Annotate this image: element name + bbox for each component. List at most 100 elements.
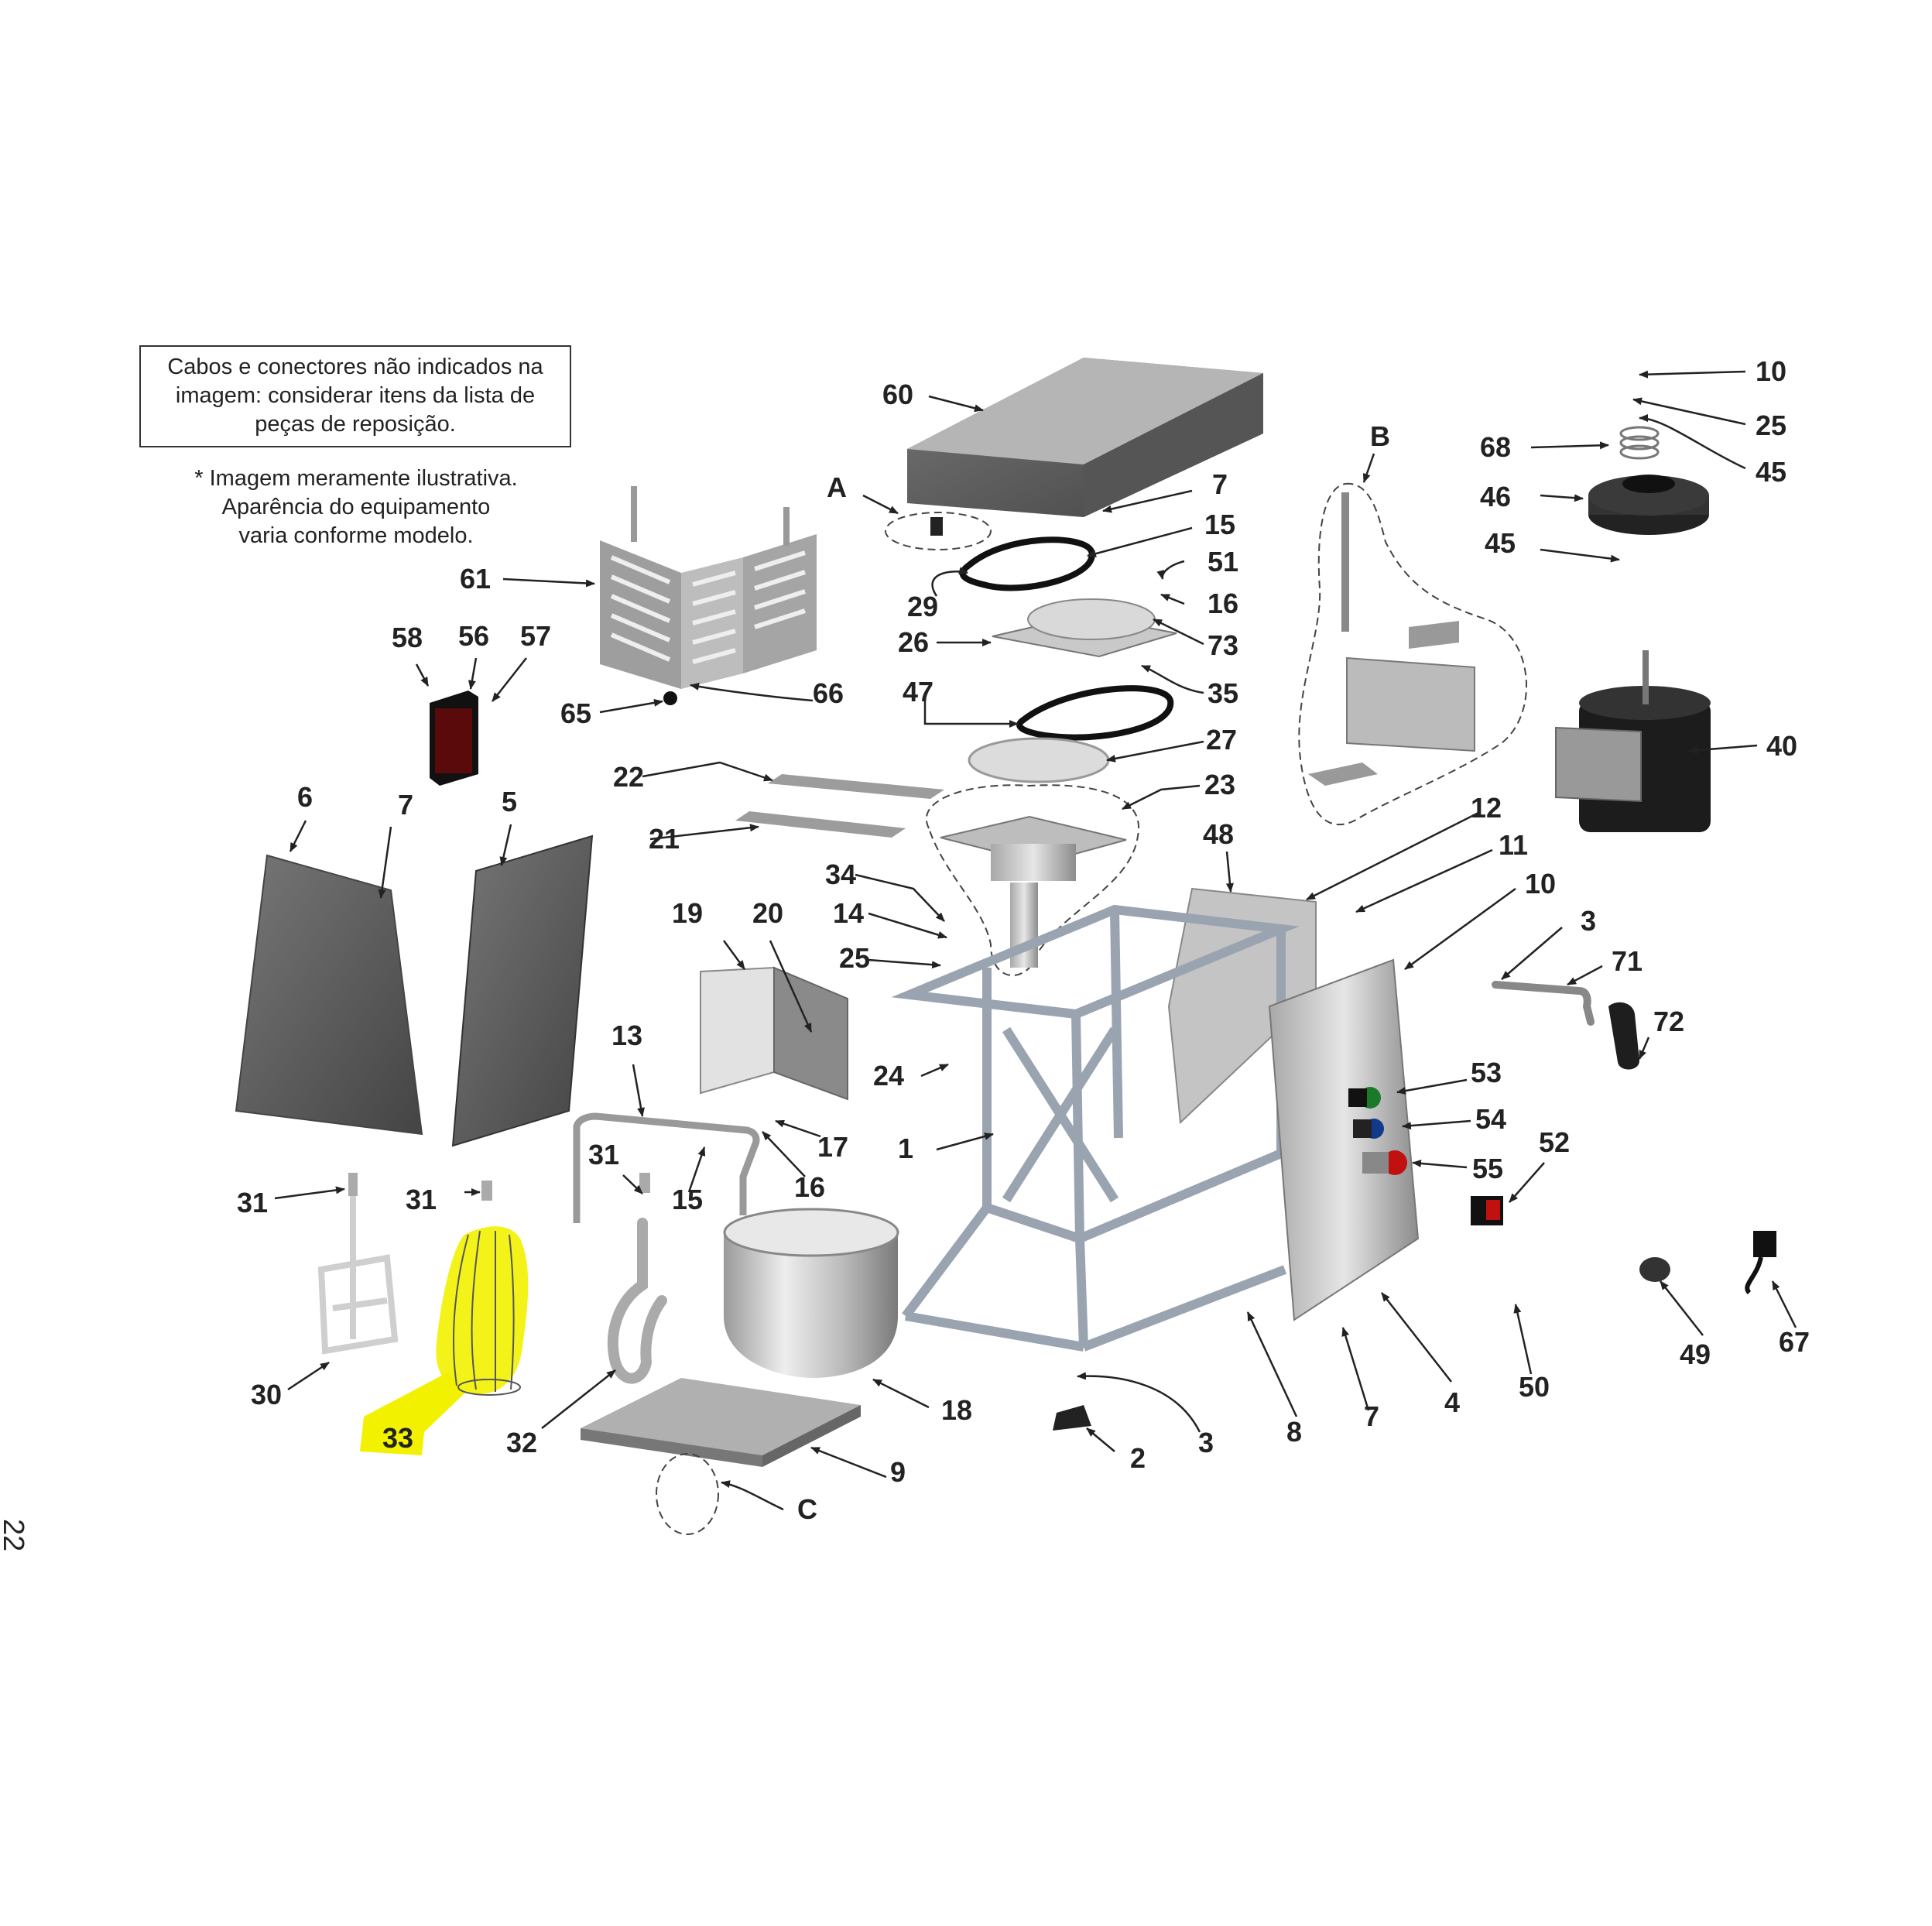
wrench-part (1492, 981, 1595, 1026)
callout-47: 47 (903, 676, 933, 708)
cable-note-box: Cabos e conectores não indicados na imag… (139, 345, 571, 447)
frame-part (891, 904, 1300, 1352)
note-line: imagem: considerar itens da lista de (175, 383, 536, 408)
callout-labels: 60 A 7 15 51 16 29 26 73 35 47 27 22 23 … (237, 355, 1810, 1525)
callout-48: 48 (1203, 818, 1234, 850)
callout-52: 52 (1539, 1126, 1570, 1158)
whisk-part (452, 1230, 521, 1396)
detail-a-outline (885, 512, 992, 550)
callout-71: 71 (1612, 945, 1643, 977)
callout-a: A (827, 471, 847, 503)
strip-21-part (735, 811, 906, 838)
handle-part (1608, 1002, 1639, 1070)
callout-58: 58 (392, 622, 423, 653)
knob-65-part (663, 691, 677, 705)
callout-31: 31 (406, 1184, 437, 1215)
note-line: Cabos e conectores não indicados na (167, 355, 543, 379)
callout-b: B (1370, 420, 1390, 452)
callout-45: 45 (1756, 456, 1786, 488)
page-number: 22 (0, 1519, 29, 1552)
power-cable-part (1745, 1231, 1776, 1295)
note-line: peças de reposição. (255, 412, 456, 437)
callout-25: 25 (839, 942, 870, 974)
detail-a-part (930, 517, 943, 536)
callout-17: 17 (817, 1131, 848, 1163)
callout-16: 16 (1208, 588, 1238, 619)
bowl-guard-part (700, 966, 848, 1101)
disclaimer-line: * Imagem meramente ilustrativa. (194, 466, 518, 491)
side-panel-6-part (235, 854, 423, 1136)
motor-part (1555, 650, 1711, 832)
callout-4: 4 (1444, 1386, 1460, 1418)
grommet-part (1639, 1257, 1670, 1282)
pulley-part (968, 737, 1110, 783)
callout-10: 10 (1756, 355, 1786, 387)
callout-31: 31 (237, 1187, 268, 1218)
whisk-highlight (436, 1226, 529, 1394)
belt-part (959, 536, 1095, 591)
callout-67: 67 (1779, 1326, 1810, 1358)
callout-73: 73 (1208, 629, 1238, 661)
callout-33: 33 (382, 1422, 413, 1454)
leader-arrows (274, 370, 1797, 1511)
callout-57: 57 (520, 620, 551, 652)
lower-belt-part (1016, 685, 1174, 741)
callout-7: 7 (398, 789, 413, 821)
callout-66: 66 (813, 677, 844, 709)
callout-32: 32 (506, 1427, 537, 1458)
arrow-33-highlight (360, 1372, 464, 1455)
callout-23: 23 (1204, 769, 1235, 800)
callout-15: 15 (1204, 509, 1235, 540)
callout-35: 35 (1208, 677, 1238, 709)
callout-5: 5 (502, 786, 517, 817)
callout-55: 55 (1472, 1153, 1503, 1184)
callout-22: 22 (613, 761, 644, 793)
callout-1: 1 (898, 1133, 913, 1164)
callout-c: C (797, 1493, 817, 1525)
whisk-shaft-part (481, 1181, 492, 1201)
callout-6: 6 (297, 781, 313, 813)
callout-7: 7 (1364, 1400, 1379, 1432)
callout-14: 14 (833, 897, 864, 929)
callout-13: 13 (611, 1020, 642, 1051)
front-panel-part (1268, 958, 1420, 1321)
flat-beater-part (317, 1173, 399, 1355)
guard-basket-part (600, 486, 817, 689)
switch-box-part (430, 691, 478, 786)
callout-21: 21 (649, 823, 680, 855)
detail-23-outline (926, 784, 1140, 976)
control-buttons-part (1348, 1087, 1407, 1175)
callout-51: 51 (1208, 546, 1238, 577)
upper-plate-part (992, 598, 1177, 658)
callout-9: 9 (890, 1456, 906, 1488)
switch-52-part (1471, 1196, 1503, 1225)
disclaimer-line: Aparência do equipamento (221, 495, 491, 519)
callout-29: 29 (907, 591, 938, 622)
callout-7: 7 (1212, 468, 1228, 500)
callout-18: 18 (941, 1394, 972, 1426)
callout-72: 72 (1653, 1006, 1684, 1037)
illustrative-disclaimer: * Imagem meramente ilustrativa. Aparênci… (139, 464, 573, 550)
callout-54: 54 (1475, 1103, 1506, 1135)
callout-25: 25 (1756, 410, 1786, 441)
callout-56: 56 (458, 620, 489, 652)
callout-16: 16 (794, 1171, 825, 1203)
foot-part (1053, 1405, 1091, 1431)
callout-31: 31 (588, 1139, 619, 1170)
callout-49: 49 (1680, 1338, 1711, 1370)
spring-part (1619, 426, 1660, 460)
callout-11: 11 (1499, 829, 1528, 861)
detail-b-outline (1298, 482, 1528, 826)
callout-46: 46 (1480, 481, 1511, 512)
base-plate-part (581, 1378, 861, 1467)
callout-26: 26 (898, 626, 929, 658)
hook-shaft-part (639, 1173, 650, 1193)
callout-27: 27 (1206, 724, 1237, 756)
callout-24: 24 (873, 1060, 904, 1092)
callout-3: 3 (1581, 905, 1596, 937)
callout-65: 65 (560, 697, 591, 729)
callout-20: 20 (752, 897, 783, 929)
dough-hook-part (607, 1218, 667, 1384)
callout-40: 40 (1766, 730, 1797, 762)
